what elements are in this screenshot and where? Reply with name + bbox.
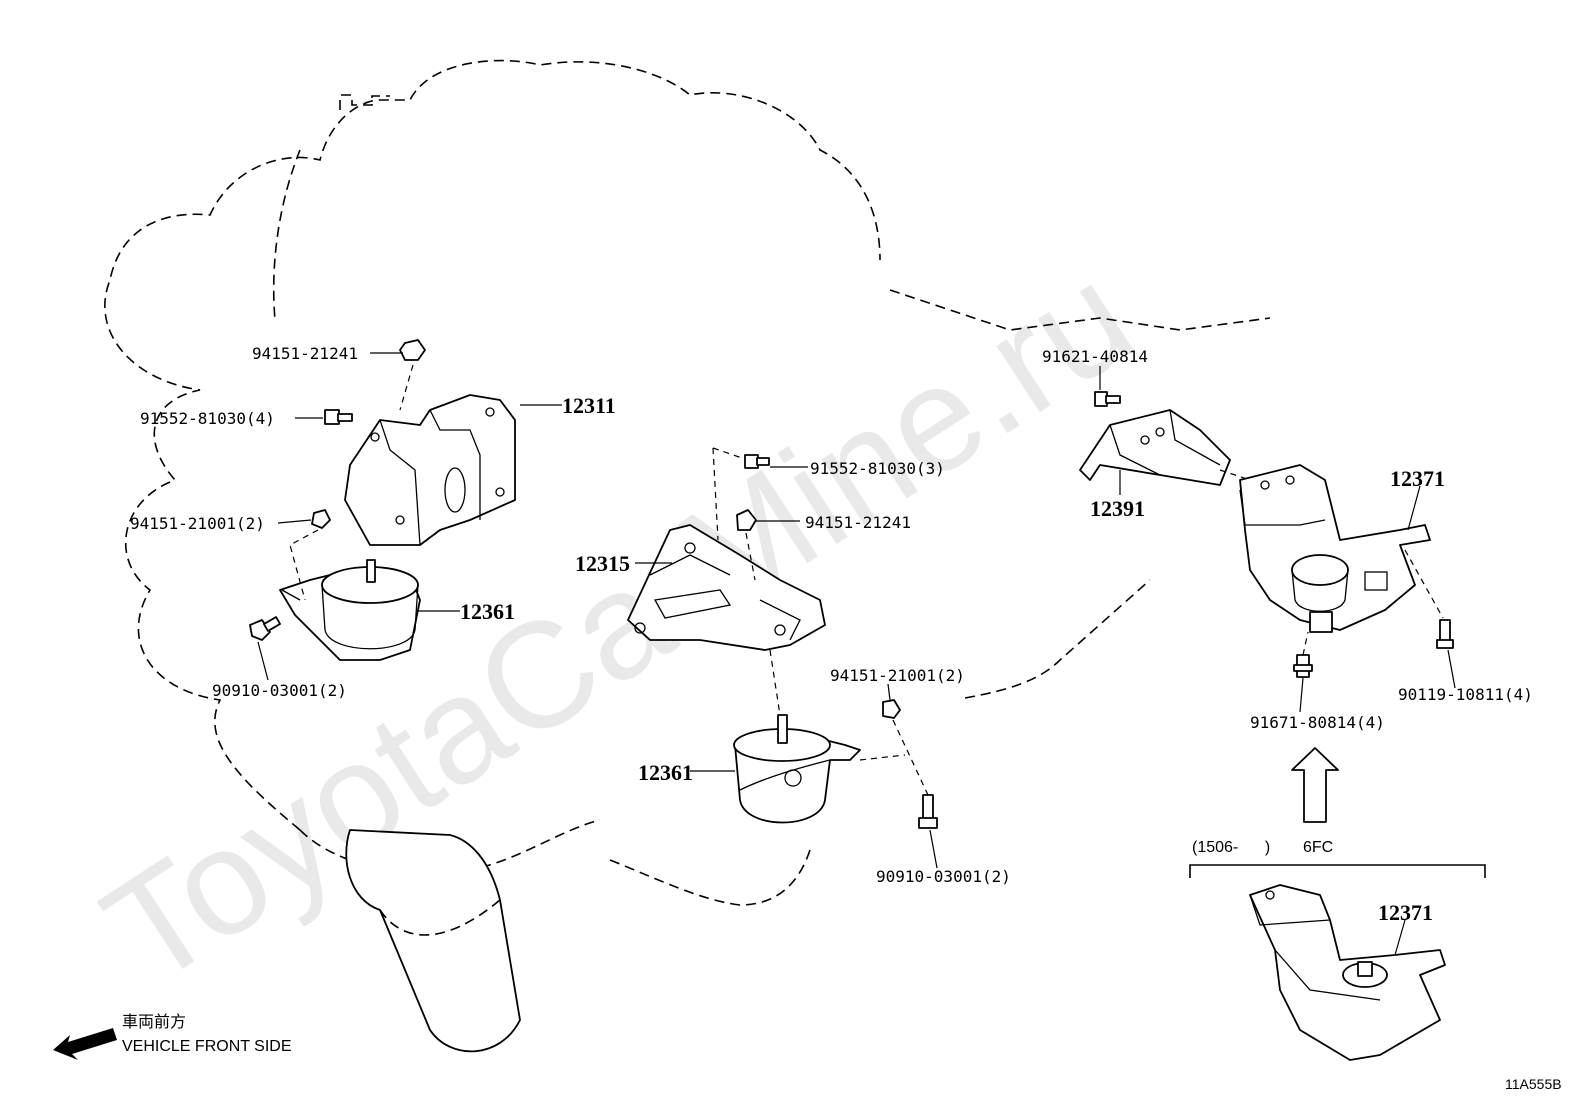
up-arrow-icon bbox=[1291, 747, 1339, 823]
label-12391[interactable]: 12391 bbox=[1090, 496, 1145, 521]
watermark: ToyotaCarMine.ru bbox=[76, 231, 1160, 1017]
label-12361-left[interactable]: 12361 bbox=[460, 599, 515, 624]
label-12315[interactable]: 12315 bbox=[575, 551, 630, 576]
variant-model-code: 6FC bbox=[1303, 839, 1333, 856]
variant-frame bbox=[1189, 864, 1486, 878]
direction-label-en: VEHICLE FRONT SIDE bbox=[122, 1038, 292, 1055]
label-90119-10811[interactable]: 90119-10811(4) bbox=[1398, 685, 1533, 704]
bracket-12391[interactable] bbox=[1079, 391, 1251, 486]
bracket-12311[interactable] bbox=[344, 394, 516, 546]
leader-lines bbox=[257, 352, 1456, 956]
label-91552-81030-left[interactable]: 91552-81030(4) bbox=[140, 409, 275, 428]
diagram-code: 11A555B bbox=[1505, 1076, 1562, 1092]
label-12371-top[interactable]: 12371 bbox=[1390, 466, 1445, 491]
label-94151-21241-center[interactable]: 94151-21241 bbox=[805, 513, 911, 532]
direction-label-jp: 車両前方 bbox=[122, 1013, 186, 1031]
mount-12361-left[interactable] bbox=[279, 559, 421, 661]
label-91671-80814[interactable]: 91671-80814(4) bbox=[1250, 713, 1385, 732]
label-12361-center[interactable]: 12361 bbox=[638, 760, 693, 785]
label-90910-03001-center[interactable]: 90910-03001(2) bbox=[876, 867, 1011, 886]
fasteners-left bbox=[249, 339, 426, 641]
label-12311[interactable]: 12311 bbox=[562, 393, 616, 418]
engine-outline bbox=[104, 59, 1271, 1053]
label-91621-40814[interactable]: 91621-40814 bbox=[1042, 347, 1148, 366]
vehicle-front-arrow bbox=[53, 1028, 117, 1060]
label-94151-21241-left[interactable]: 94151-21241 bbox=[252, 344, 358, 363]
mount-12371-bottom[interactable] bbox=[1249, 884, 1446, 1061]
label-94151-21001-left[interactable]: 94151-21001(2) bbox=[130, 514, 265, 533]
label-90910-03001-left[interactable]: 90910-03001(2) bbox=[212, 681, 347, 700]
variant-date-range: (1506- ) bbox=[1192, 839, 1270, 856]
label-12371-bottom[interactable]: 12371 bbox=[1378, 900, 1433, 925]
label-91552-81030-center[interactable]: 91552-81030(3) bbox=[810, 459, 945, 478]
bracket-12315[interactable] bbox=[627, 524, 826, 651]
labels: 94151-21241 91552-81030(4) 94151-21001(2… bbox=[122, 344, 1562, 1092]
mount-12371-top[interactable] bbox=[1239, 464, 1454, 678]
mount-12361-center[interactable] bbox=[733, 714, 861, 824]
fasteners-center bbox=[712, 447, 938, 829]
label-94151-21001-center[interactable]: 94151-21001(2) bbox=[830, 666, 965, 685]
